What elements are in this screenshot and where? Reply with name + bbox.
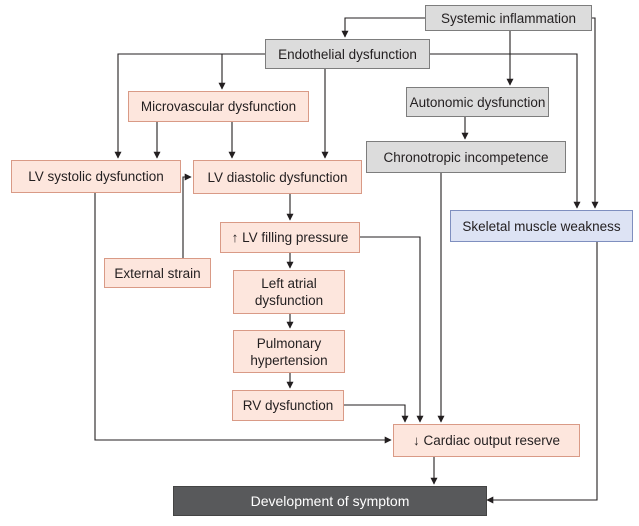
arrow-inflammation-to-endothelial — [341, 17, 425, 38]
node-cardiac-output-reserve: ↓ Cardiac output reserve — [393, 424, 580, 457]
node-pulmonary-hypertension: Pulmonary hypertension — [233, 330, 345, 373]
arrow-external-to-lv-diastolic — [182, 173, 192, 258]
arrow-lv-systolic-to-cardiac — [94, 193, 392, 444]
node-chronotropic-incompetence: Chronotropic incompetence — [366, 141, 566, 173]
node-microvascular-dysfunction: Microvascular dysfunction — [128, 91, 309, 122]
node-lv-filling-pressure: ↑ LV filling pressure — [220, 222, 360, 253]
node-development-of-symptom: Development of symptom — [173, 486, 487, 516]
arrow-endothelial-to-lv-systolic — [114, 53, 265, 159]
node-lv-diastolic-dysfunction: LV diastolic dysfunction — [193, 160, 362, 194]
arrow-inflammation-to-skeletal — [591, 17, 599, 209]
arrow-skeletal-to-symptom — [486, 242, 598, 504]
node-autonomic-dysfunction: Autonomic dysfunction — [406, 87, 549, 117]
node-systemic-inflammation: Systemic inflammation — [425, 5, 592, 31]
node-rv-dysfunction: RV dysfunction — [232, 390, 344, 421]
node-skeletal-muscle-weakness: Skeletal muscle weakness — [450, 210, 633, 242]
node-external-strain: External strain — [104, 258, 211, 288]
arrow-endothelial-to-skeletal — [430, 53, 581, 209]
arrow-rv-to-cardiac — [344, 404, 409, 423]
node-lv-systolic-dysfunction: LV systolic dysfunction — [11, 160, 181, 193]
node-left-atrial-dysfunction: Left atrial dysfunction — [233, 270, 345, 314]
node-endothelial-dysfunction: Endothelial dysfunction — [265, 39, 430, 69]
arrow-filling-to-cardiac — [360, 236, 424, 423]
